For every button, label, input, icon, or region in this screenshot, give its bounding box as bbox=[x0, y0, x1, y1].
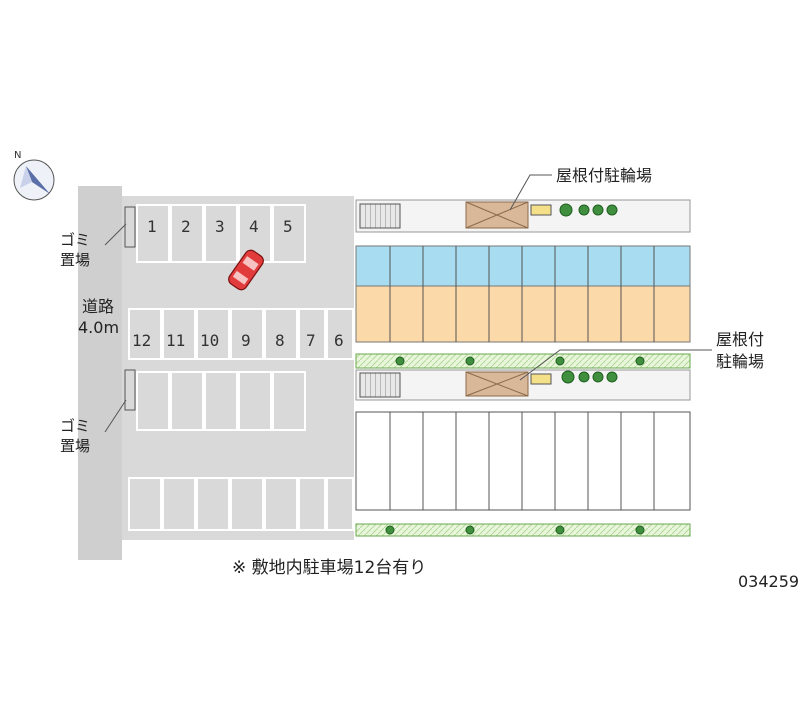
road bbox=[78, 186, 122, 560]
garbage-area-bottom bbox=[124, 369, 136, 411]
parking-space-7: 7 bbox=[306, 331, 316, 350]
compass-icon: N bbox=[13, 150, 55, 201]
hedge-bottom bbox=[355, 523, 691, 537]
garbage-area-top bbox=[124, 206, 136, 248]
parking-note: ※ 敷地内駐車場12台有り bbox=[232, 558, 427, 578]
parking-space-5: 5 bbox=[283, 217, 293, 236]
road-label: 道路 bbox=[82, 297, 115, 316]
tree-icon bbox=[385, 203, 645, 535]
garbage-label-bottom-2: 置場 bbox=[59, 437, 90, 455]
parking-space-10: 10 bbox=[200, 331, 220, 350]
garbage-label-top-1: ゴミ bbox=[59, 231, 90, 249]
parking-space-6: 6 bbox=[334, 331, 344, 350]
car-icon bbox=[228, 249, 264, 291]
svg-text:N: N bbox=[14, 150, 21, 161]
bike-shed-label-top: 屋根付駐輪場 bbox=[556, 166, 653, 185]
parking-space-12: 12 bbox=[132, 331, 152, 350]
parking-space-11: 11 bbox=[166, 331, 186, 350]
parking-top-row bbox=[136, 204, 306, 263]
garbage-label-top-2: 置場 bbox=[59, 251, 90, 269]
property-code: 034259 bbox=[738, 572, 800, 591]
bike-shed-label-right-2: 駐輪場 bbox=[716, 352, 765, 371]
parking-space-9: 9 bbox=[241, 331, 251, 350]
parking-middle-row bbox=[128, 308, 354, 360]
bike-shed-label-right-1: 屋根付 bbox=[716, 330, 765, 349]
parking-space-3: 3 bbox=[215, 217, 225, 236]
parking-space-2: 2 bbox=[181, 217, 191, 236]
parking-space-8: 8 bbox=[275, 331, 285, 350]
garbage-label-bottom-1: ゴミ bbox=[59, 417, 90, 435]
building-top bbox=[355, 199, 691, 343]
parking-space-1: 1 bbox=[147, 217, 157, 236]
leader-line-right bbox=[519, 349, 712, 381]
leader-line-top bbox=[509, 174, 552, 211]
hedge-middle bbox=[355, 353, 691, 369]
building-bottom bbox=[355, 369, 691, 511]
road-width-label: 4.0m bbox=[78, 318, 120, 337]
parking-lower-rows bbox=[128, 371, 354, 531]
parking-space-4: 4 bbox=[249, 217, 259, 236]
